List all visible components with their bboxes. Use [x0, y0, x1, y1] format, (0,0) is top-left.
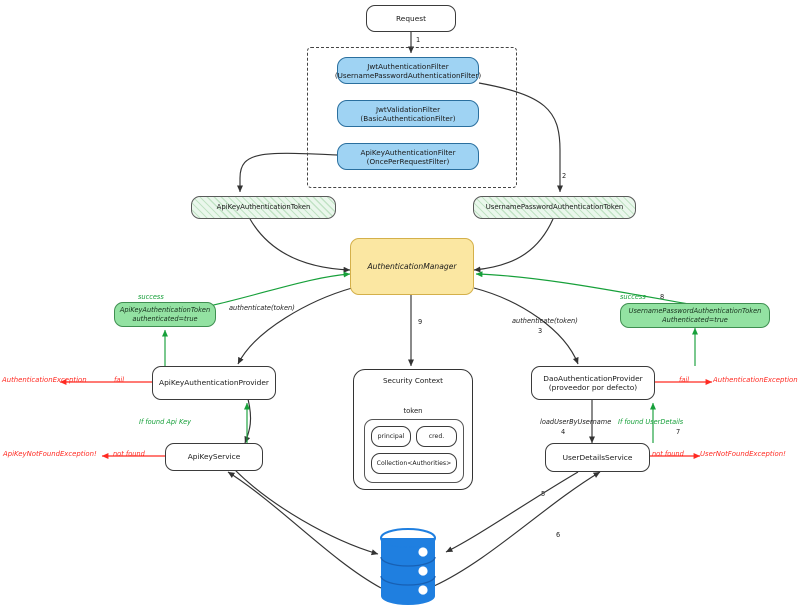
token-label: UsernamePasswordAuthenticationToken: [485, 203, 624, 212]
edge-label-3: 3: [538, 327, 543, 335]
edge-label-9: 9: [418, 318, 423, 326]
edge-label-authenticate-right: authenticate(token): [512, 317, 578, 325]
edge-label-success-left: success: [138, 293, 164, 301]
provider-label: ApiKeyAuthenticationProvider: [159, 378, 269, 388]
ok-line2: Authenticated=true: [662, 315, 728, 324]
ok-line2: authenticated=true: [132, 314, 198, 323]
exception-user-not-found: UserNotFoundException!: [700, 450, 786, 458]
edge-label-load-user-by-username: loadUserByUsername: [540, 418, 612, 426]
service-label: ApiKeyService: [187, 452, 241, 462]
filter-line2: (UsernamePasswordAuthenticationFilter): [334, 70, 482, 80]
node-apikey-authentication-provider[interactable]: ApiKeyAuthenticationProvider: [152, 366, 276, 400]
node-security-context[interactable]: Security Context token principal cred. C…: [353, 369, 473, 490]
node-jwt-validation-filter[interactable]: JwtValidationFilter (BasicAuthentication…: [337, 100, 479, 127]
exception-authentication-left: AuthenticationException: [2, 376, 87, 384]
node-jwt-authentication-filter[interactable]: JwtAuthenticationFilter (UsernamePasswor…: [334, 57, 482, 84]
node-userpass-token-authenticated[interactable]: UsernamePasswordAuthenticationToken Auth…: [620, 303, 770, 328]
edge-database-to-apikey-service: [227, 471, 382, 589]
filter-line2: (OncePerRequestFilter): [366, 156, 450, 166]
exception-apikey-not-found: ApiKeyNotFoundException!: [3, 450, 97, 458]
database-cylinder[interactable]: [378, 528, 438, 606]
edge-label-6: 6: [556, 531, 561, 539]
node-userdetails-service[interactable]: UserDetailsService: [545, 443, 650, 472]
edge-label-if-found-apikey: If found Api Key: [139, 418, 192, 426]
edge-label-not-found-left: not found: [113, 450, 145, 458]
edge-manager-to-dao-provider: [473, 287, 579, 365]
filter-line1: ApiKeyAuthenticationFilter: [360, 147, 456, 157]
provider-line1: DaoAuthenticationProvider: [543, 373, 643, 383]
edge-apikey-provider-to-apikey-service: [244, 398, 252, 444]
edge-label-not-found-right: not found: [652, 450, 684, 458]
filter-chain-group: [307, 47, 517, 188]
node-apikey-authentication-token[interactable]: ApiKeyAuthenticationToken: [191, 196, 336, 219]
edge-manager-to-apikey-provider: [237, 287, 353, 365]
edge-label-8: 8: [660, 293, 665, 301]
node-request-label: Request: [395, 13, 427, 23]
node-apikey-authentication-filter[interactable]: ApiKeyAuthenticationFilter (OncePerReque…: [337, 143, 479, 170]
edge-label-fail-left: fail: [114, 376, 125, 384]
node-authentication-manager[interactable]: AuthenticationManager: [350, 238, 474, 295]
edge-apikeytoken-to-manager: [249, 218, 351, 273]
edge-label-2: 2: [562, 172, 567, 180]
security-context-principal: principal: [371, 426, 411, 447]
filter-line1: JwtAuthenticationFilter: [367, 61, 449, 71]
node-dao-authentication-provider[interactable]: DaoAuthenticationProvider (proveedor por…: [531, 366, 655, 400]
token-label: ApiKeyAuthenticationToken: [216, 203, 311, 212]
edge-label-if-found-userdetails: If found UserDetails: [618, 418, 684, 426]
edge-label-4: 4: [561, 428, 566, 436]
service-label: UserDetailsService: [562, 452, 633, 462]
node-apikey-token-authenticated[interactable]: ApiKeyAuthenticationToken authenticated=…: [114, 302, 216, 327]
node-request[interactable]: Request: [366, 5, 456, 32]
filter-line1: JwtValidationFilter: [375, 104, 441, 114]
provider-line2: (proveedor por defecto): [548, 383, 638, 392]
ok-line1: UsernamePasswordAuthenticationToken: [628, 307, 762, 316]
security-context-authorities: Collection<Authorities>: [371, 453, 457, 474]
filter-line2: (BasicAuthenticationFilter): [360, 113, 456, 123]
edge-label-authenticate-left: authenticate(token): [229, 304, 295, 312]
exception-authentication-right: AuthenticationException: [713, 376, 798, 384]
edge-label-success-right: success: [620, 293, 646, 301]
node-apikey-service[interactable]: ApiKeyService: [165, 443, 263, 471]
edge-label-1: 1: [416, 36, 421, 44]
security-context-title: Security Context: [383, 376, 443, 385]
security-context-token-box: principal cred. Collection<Authorities>: [364, 419, 464, 483]
edge-label-5: 5: [541, 490, 546, 498]
edge-label-fail-right: fail: [679, 376, 690, 384]
node-usernamepassword-authentication-token[interactable]: UsernamePasswordAuthenticationToken: [473, 196, 636, 219]
security-context-credentials: cred.: [416, 426, 457, 447]
security-context-token-label: token: [403, 407, 423, 415]
ok-line1: ApiKeyAuthenticationToken: [119, 306, 211, 315]
manager-label: AuthenticationManager: [367, 261, 457, 271]
edge-userpasstoken-to-manager: [473, 218, 554, 273]
edge-label-7: 7: [676, 428, 681, 436]
